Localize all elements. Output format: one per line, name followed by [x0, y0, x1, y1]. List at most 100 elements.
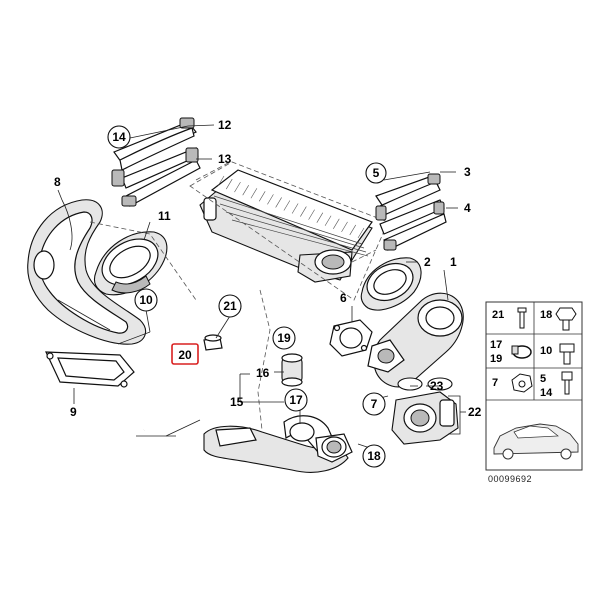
hw-label-18: 18 [540, 309, 552, 321]
svg-text:22: 22 [468, 405, 482, 419]
hardware-panel: 21 18 17 19 10 7 5 14 [485, 301, 583, 471]
intercooler-fin [267, 194, 274, 205]
callout-8[interactable]: 8 [54, 175, 61, 189]
svg-text:12: 12 [218, 118, 232, 132]
intercooler-core-line [219, 203, 365, 249]
svg-text:21: 21 [223, 299, 237, 313]
image-id: 00099692 [488, 474, 532, 484]
callout-6[interactable]: 6 [340, 291, 347, 305]
svg-text:11: 11 [158, 209, 171, 223]
intercooler-core-line [213, 195, 363, 245]
callout-3[interactable]: 3 [464, 165, 471, 179]
car-silhouette-icon [493, 423, 579, 460]
callout-18[interactable]: 18 [362, 444, 386, 468]
callout-19[interactable]: 19 [272, 326, 296, 350]
callout-20[interactable]: 20 [171, 343, 199, 365]
svg-text:20: 20 [178, 348, 192, 362]
svg-text:23: 23 [430, 379, 444, 393]
callout-14[interactable]: 14 [107, 125, 131, 149]
hw-label-19: 19 [490, 353, 502, 365]
svg-text:9: 9 [70, 405, 77, 419]
svg-text:19: 19 [277, 331, 291, 345]
callout-21[interactable]: 21 [218, 294, 242, 318]
vent-hose-20 [142, 334, 223, 431]
callout-1[interactable]: 1 [450, 255, 457, 269]
clamp-5 [375, 173, 447, 251]
screw-icon [517, 307, 527, 329]
hw-label-14: 14 [540, 387, 553, 399]
callout-16[interactable]: 16 [256, 366, 270, 380]
intercooler-fin [324, 215, 332, 226]
svg-text:6: 6 [340, 291, 347, 305]
callouts: 14 12 13 8 11 10 9 5 3 4 2 [54, 118, 482, 468]
coupling-16 [281, 353, 303, 387]
intercooler-fin [217, 175, 225, 187]
callout-10[interactable]: 10 [134, 288, 158, 312]
gasket-9 [45, 351, 135, 388]
intercooler-fin [357, 227, 365, 239]
callout-7[interactable]: 7 [362, 392, 386, 416]
svg-text:2: 2 [424, 255, 431, 269]
intercooler-fin [349, 224, 357, 236]
svg-text:18: 18 [367, 449, 381, 463]
svg-text:17: 17 [289, 393, 303, 407]
bolt-icon [559, 343, 575, 365]
svg-text:8: 8 [54, 175, 61, 189]
intercooler-fin [308, 209, 315, 220]
throttle-body-22 [391, 377, 459, 445]
intercooler-fin [283, 200, 291, 211]
callout-5[interactable]: 5 [365, 162, 387, 184]
clamp-14 [111, 117, 201, 207]
svg-text:13: 13 [218, 152, 232, 166]
callout-13[interactable]: 13 [218, 152, 232, 166]
callout-17[interactable]: 17 [284, 388, 308, 412]
gasket-6 [329, 319, 373, 357]
intercooler-fin [341, 221, 348, 233]
intercooler [189, 161, 389, 301]
leader-lines [57, 124, 466, 449]
assembly-guides [89, 161, 377, 431]
bolt-icon [555, 307, 577, 331]
hw-label-17: 17 [490, 339, 502, 351]
callout-15[interactable]: 15 [230, 395, 244, 409]
callout-12[interactable]: 12 [218, 118, 232, 132]
svg-text:10: 10 [139, 293, 153, 307]
intercooler-fin [316, 212, 324, 223]
intercooler-fin [225, 178, 233, 190]
intercooler-fin [234, 181, 241, 193]
intercooler-core-line [225, 211, 367, 253]
callout-22[interactable]: 22 [468, 405, 482, 419]
svg-text:14: 14 [112, 130, 126, 144]
intercooler-core-line [231, 219, 369, 257]
svg-text:7: 7 [371, 397, 378, 411]
screw-icon [561, 371, 573, 395]
hose-2 [360, 257, 422, 311]
hw-label-21: 21 [492, 309, 504, 321]
hw-label-10: 10 [540, 345, 552, 357]
callout-23[interactable]: 23 [430, 379, 444, 393]
hw-label-7: 7 [492, 377, 498, 389]
throttle-pipe-1 [367, 292, 464, 388]
hose-11 [93, 231, 168, 296]
svg-text:5: 5 [373, 166, 380, 180]
svg-text:16: 16 [256, 366, 270, 380]
intercooler-fin [242, 185, 249, 196]
callout-4[interactable]: 4 [464, 201, 471, 215]
intercooler-fin [300, 206, 307, 217]
hw-label-5: 5 [540, 373, 546, 385]
callout-2[interactable]: 2 [424, 255, 431, 269]
svg-text:3: 3 [464, 165, 471, 179]
svg-text:15: 15 [230, 395, 244, 409]
intercooler-fin [291, 203, 299, 214]
left-air-duct [27, 199, 147, 345]
intercooler-fin [275, 197, 282, 208]
nut-icon [511, 373, 533, 393]
intercooler-fin [258, 191, 266, 202]
svg-text:1: 1 [450, 255, 457, 269]
callout-9[interactable]: 9 [70, 405, 77, 419]
svg-text:4: 4 [464, 201, 471, 215]
intercooler-fin [250, 188, 258, 199]
intercooler-fin [333, 218, 340, 229]
callout-11[interactable]: 11 [158, 209, 171, 223]
